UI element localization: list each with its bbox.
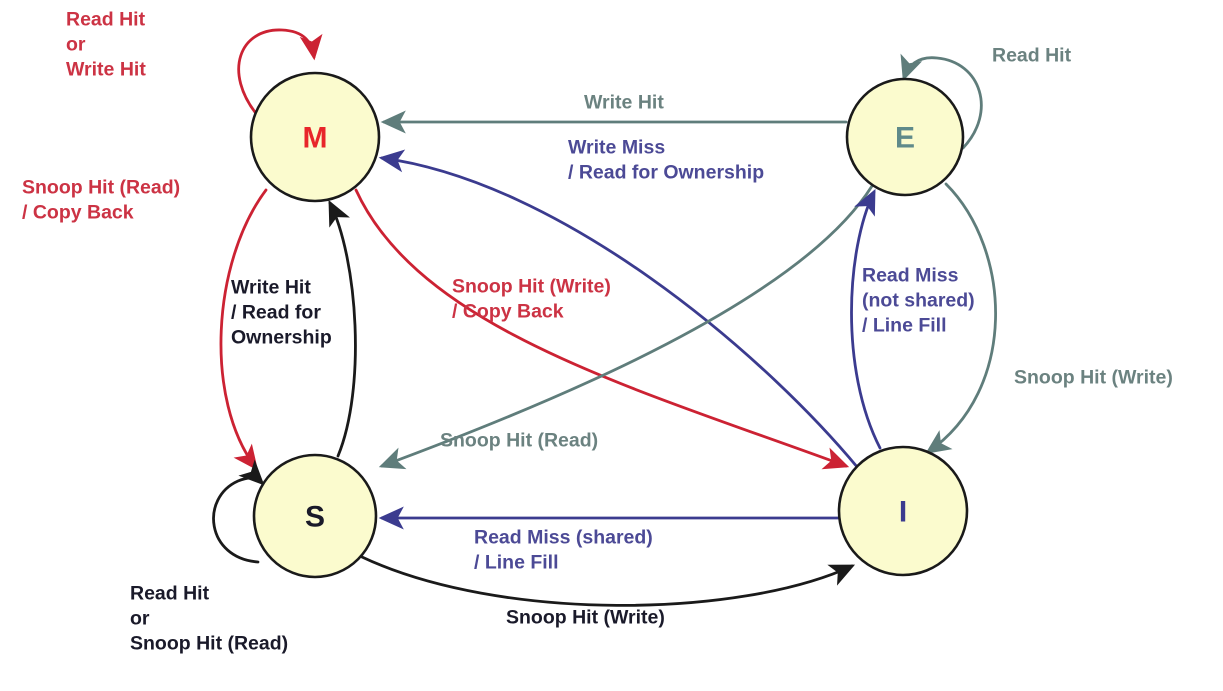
- transition-edge-s-self: [212, 459, 265, 564]
- transition-label-i-to-s: Read Miss (shared) / Line Fill: [474, 527, 653, 574]
- transition-label-line: Write Hit: [66, 59, 146, 81]
- transition-label-line: or: [66, 34, 86, 56]
- transitions-layer: [212, 28, 997, 607]
- transition-edge-i-to-m: [378, 149, 860, 470]
- transition-label-m-to-i: Snoop Hit (Write) / Copy Back: [452, 276, 611, 323]
- transition-label-line: / Copy Back: [452, 301, 564, 323]
- state-node-m[interactable]: M: [249, 71, 381, 203]
- transition-label-line: (not shared): [862, 290, 975, 312]
- transition-label-e-to-s: Snoop Hit (Read): [440, 430, 598, 452]
- transition-edge-s-to-i: [360, 555, 856, 607]
- transition-label-line: Write Hit: [231, 277, 311, 299]
- transition-label-line: Read Hit: [992, 45, 1072, 67]
- state-circle-i: [837, 445, 969, 577]
- state-node-s[interactable]: S: [252, 453, 378, 579]
- transition-label-line: Read Hit: [130, 583, 210, 605]
- transition-label-line: Read Hit: [66, 9, 146, 31]
- transition-label-line: / Line Fill: [862, 315, 947, 337]
- state-label-e: E: [895, 122, 915, 155]
- transition-edge-m-to-i: [354, 188, 850, 470]
- transition-label-line: Write Hit: [584, 92, 664, 114]
- transition-label-line: / Read for Ownership: [568, 162, 764, 184]
- transition-label-line: Read Miss: [862, 265, 959, 287]
- state-label-m: M: [303, 122, 328, 155]
- transition-label-i-to-e: Read Miss (not shared) / Line Fill: [862, 265, 975, 337]
- transition-edge-e-to-s: [378, 184, 874, 470]
- state-circle-s: [252, 453, 378, 579]
- transition-edge-e-to-i: [925, 182, 997, 454]
- transition-label-line: / Line Fill: [474, 552, 559, 574]
- state-label-i: I: [899, 496, 907, 529]
- transition-label-line: or: [130, 608, 150, 630]
- transition-edge-e-self: [900, 53, 983, 150]
- transition-label-e-to-m: Write Hit: [584, 92, 664, 114]
- transition-label-i-to-m: Write Miss / Read for Ownership: [568, 137, 764, 184]
- transition-label-line: / Copy Back: [22, 202, 134, 224]
- transition-label-s-to-i: Snoop Hit (Write): [506, 607, 665, 629]
- state-node-i[interactable]: I: [837, 445, 969, 577]
- state-circle-e: [845, 77, 965, 197]
- transition-label-line: / Read for: [231, 302, 321, 324]
- transition-label-line: Snoop Hit (Write): [452, 276, 611, 298]
- state-node-e[interactable]: E: [845, 77, 965, 197]
- transition-edge-s-to-m: [328, 199, 357, 458]
- transition-label-line: Ownership: [231, 327, 332, 349]
- transition-edge-m-self: [237, 28, 323, 118]
- transition-edge-i-to-e: [850, 188, 882, 450]
- transition-label-m-to-s: Snoop Hit (Read) / Copy Back: [22, 177, 180, 224]
- transition-label-line: Snoop Hit (Read): [22, 177, 180, 199]
- state-circle-m: [249, 71, 381, 203]
- transition-label-line: Snoop Hit (Write): [1014, 367, 1173, 389]
- state-label-s: S: [305, 501, 325, 534]
- transition-label-line: Snoop Hit (Read): [440, 430, 598, 452]
- transition-label-line: Read Miss (shared): [474, 527, 653, 549]
- transition-label-line: Write Miss: [568, 137, 665, 159]
- transition-edge-m-to-s: [219, 188, 268, 471]
- transition-label-line: Snoop Hit (Read): [130, 633, 288, 655]
- states-layer: M E S I: [249, 71, 969, 579]
- transition-label-line: Snoop Hit (Write): [506, 607, 665, 629]
- transition-label-e-to-i: Snoop Hit (Write): [1014, 367, 1173, 389]
- transition-label-e-self: Read Hit: [992, 45, 1072, 67]
